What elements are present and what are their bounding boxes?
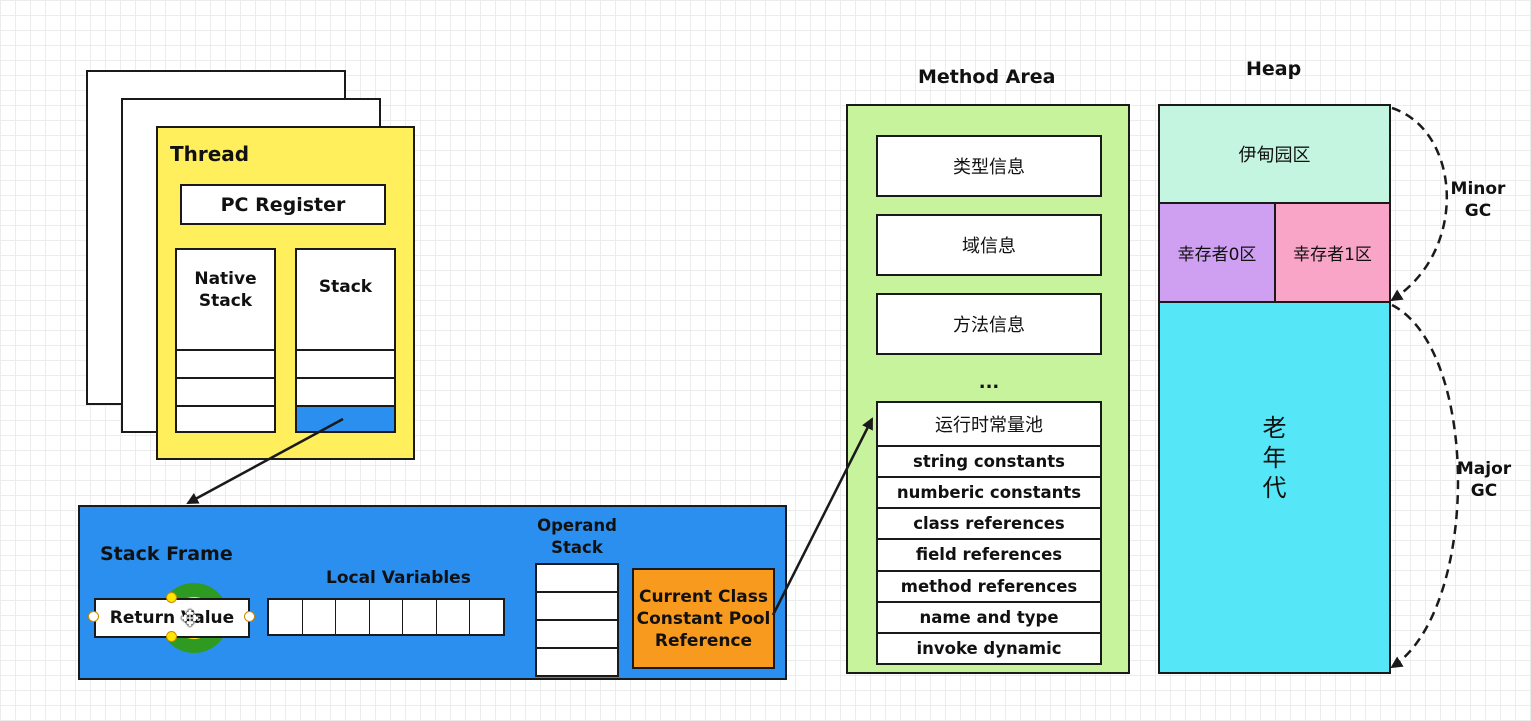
pool-row: method references (878, 572, 1100, 603)
java-stack-current-frame (297, 405, 394, 431)
local-variable-slot (369, 600, 404, 634)
local-variable-slot (436, 600, 471, 634)
native-stack-slot (177, 349, 274, 377)
native-stack-slot (177, 377, 274, 405)
method-area-item-method-info: 方法信息 (876, 293, 1102, 355)
native-stack: Native Stack (175, 248, 276, 433)
pool-row: string constants (878, 447, 1100, 479)
local-variable-slot (302, 600, 337, 634)
stack-frame: Stack Frame Return Value ✥ Local Variabl… (78, 505, 787, 680)
pool-row: field references (878, 540, 1100, 572)
resize-handle-icon[interactable] (166, 631, 177, 642)
minor-gc-arrow (1390, 106, 1449, 302)
thread-box: Thread PC Register Native Stack Stack (156, 126, 415, 460)
stack-frame-title: Stack Frame (100, 543, 233, 565)
survivor-0-space: 幸存者0区 (1160, 204, 1276, 303)
runtime-constant-pool-title: 运行时常量池 (878, 403, 1100, 447)
pc-register: PC Register (180, 184, 386, 225)
major-gc-arrow (1390, 303, 1460, 669)
native-stack-slot (177, 405, 274, 431)
pool-row: invoke dynamic (916, 638, 1062, 658)
java-stack-slot (297, 349, 394, 377)
local-variable-slot (269, 600, 303, 634)
constant-pool-reference: Current Class Constant Pool Reference (632, 568, 775, 669)
runtime-constant-pool: 运行时常量池 string constants numberic constan… (876, 401, 1102, 665)
java-stack: Stack (295, 248, 396, 433)
pool-row: class references (878, 509, 1100, 541)
pool-row: numberic constants (878, 478, 1100, 510)
method-area-ellipsis: ... (978, 371, 1000, 393)
major-gc-label: Major GC (1456, 459, 1512, 501)
local-variable-slot (403, 600, 437, 634)
method-area: 类型信息 域信息 方法信息 ... 运行时常量池 string constant… (846, 104, 1130, 674)
java-stack-label: Stack (318, 277, 373, 297)
operand-stack (535, 563, 619, 677)
operand-stack-slot (537, 565, 617, 593)
eden-space: 伊甸园区 (1160, 106, 1389, 204)
move-cursor-icon: ✥ (180, 606, 200, 632)
pool-row: name and type (878, 603, 1100, 634)
method-area-item-field-info: 域信息 (876, 214, 1102, 276)
minor-gc-label: Minor GC (1450, 179, 1506, 221)
native-stack-label: Native Stack (194, 269, 257, 311)
method-area-title: Method Area (918, 66, 1056, 88)
heap-title: Heap (1246, 58, 1302, 80)
method-area-item-type-info: 类型信息 (876, 135, 1102, 197)
operand-stack-slot (537, 621, 617, 649)
stack-to-frame-arrow (186, 417, 344, 505)
local-variables-title: Local Variables (326, 568, 471, 588)
old-generation: 老 年 代 (1160, 303, 1389, 672)
resize-handle-icon[interactable] (244, 611, 255, 622)
survivor-1-space: 幸存者1区 (1276, 204, 1389, 303)
java-stack-slot (297, 377, 394, 405)
operand-stack-title: Operand Stack (537, 516, 617, 557)
local-variable-slot (470, 600, 504, 634)
pool-reference-arrow (771, 417, 874, 616)
heap: 伊甸园区 幸存者0区 幸存者1区 老 年 代 (1158, 104, 1391, 674)
resize-handle-icon[interactable] (166, 592, 177, 603)
local-variables-array (267, 598, 505, 636)
thread-title: Thread (170, 142, 250, 166)
operand-stack-slot (537, 593, 617, 621)
resize-handle-icon[interactable] (88, 611, 99, 622)
local-variable-slot (336, 600, 370, 634)
